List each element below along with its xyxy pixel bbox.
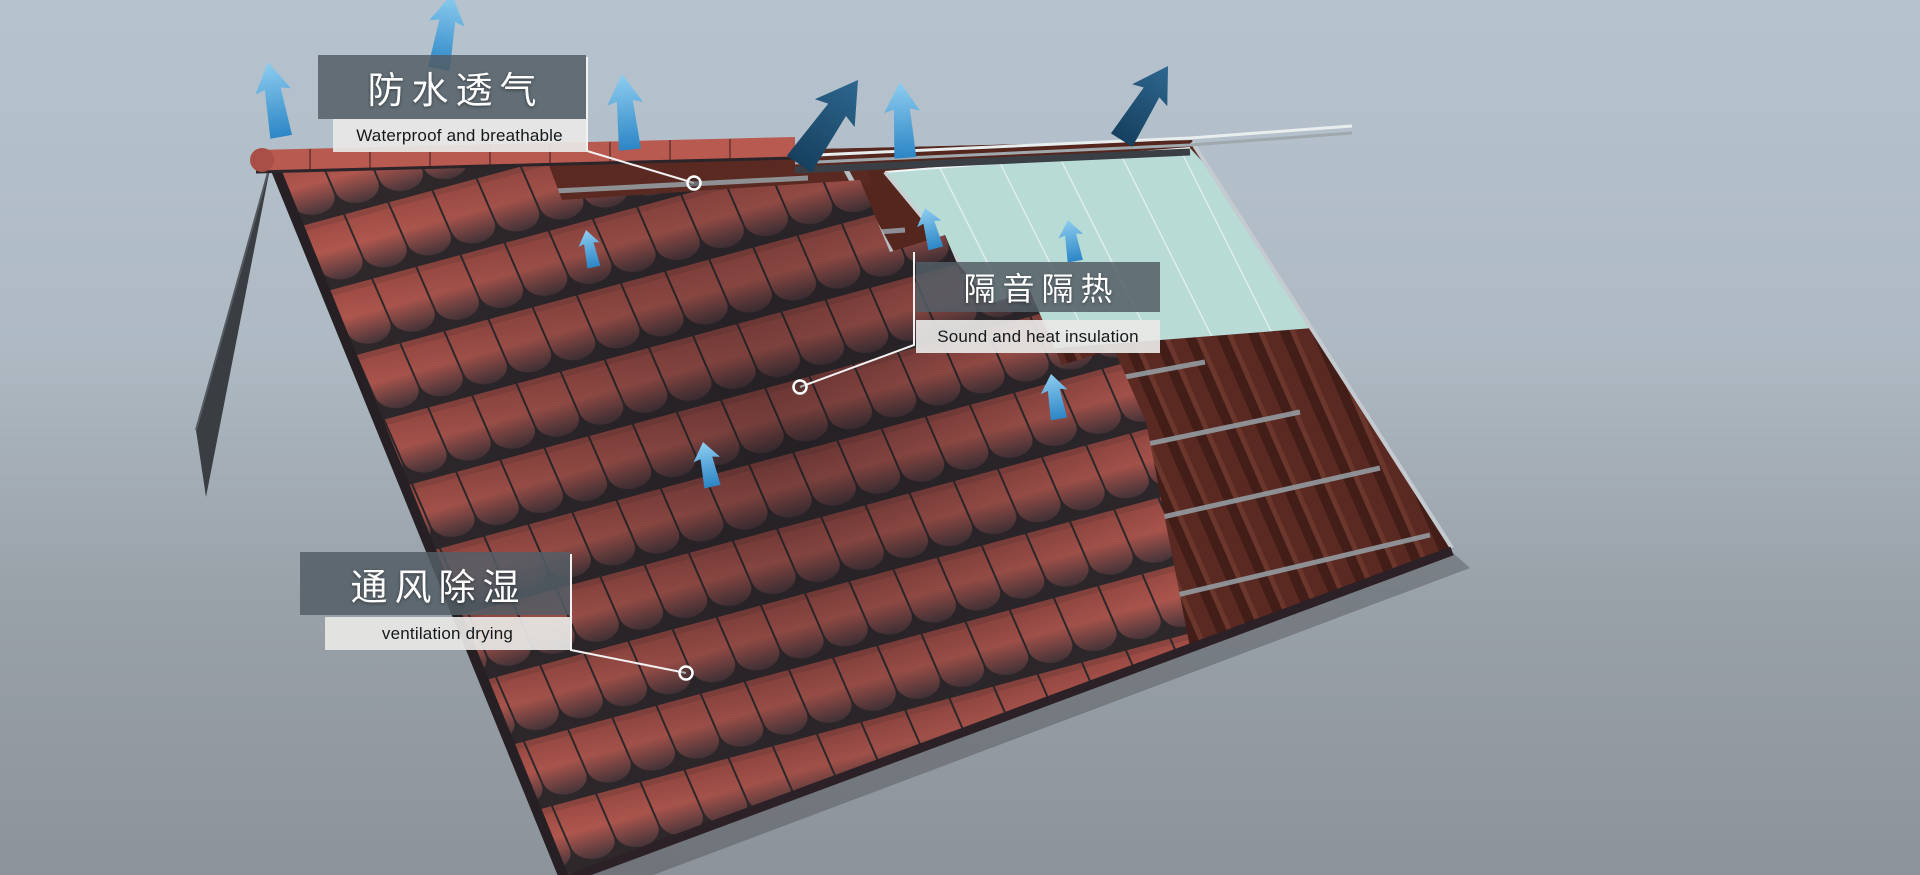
leader-dot: [686, 175, 702, 191]
leader-line: [586, 57, 695, 184]
callout-insulation-subtitle: Sound and heat insulation: [916, 320, 1160, 353]
callout-ventilation-title: 通风除湿: [300, 552, 570, 615]
callout-ventilation-subtitle: ventilation drying: [325, 617, 570, 650]
ridge-vent-rails: [794, 124, 1353, 174]
verge-trim: [1190, 140, 1454, 550]
callout-waterproof-title: 防水透气: [318, 55, 586, 119]
callout-insulation-title: 隔音隔热: [916, 262, 1160, 312]
batten: [534, 175, 809, 195]
leader-line: [570, 554, 687, 674]
leader-dot: [792, 379, 808, 395]
gable-edge: [195, 157, 273, 431]
eave-edge: [565, 546, 1454, 875]
airflow-arrow-icon: [250, 58, 299, 140]
callout-waterproof-subtitle: Waterproof and breathable: [333, 119, 586, 152]
leader-line: [799, 252, 915, 388]
left-verge-fascia: [267, 158, 569, 875]
leader-dot: [678, 665, 694, 681]
ridge-cap: [250, 137, 796, 174]
airflow-arrow-icon: [604, 72, 648, 152]
airflow-arrow-dark-icon: [1104, 55, 1186, 152]
callout-leaders: [570, 57, 915, 681]
gable-end: [196, 158, 272, 497]
roof-structure: [195, 124, 1470, 875]
